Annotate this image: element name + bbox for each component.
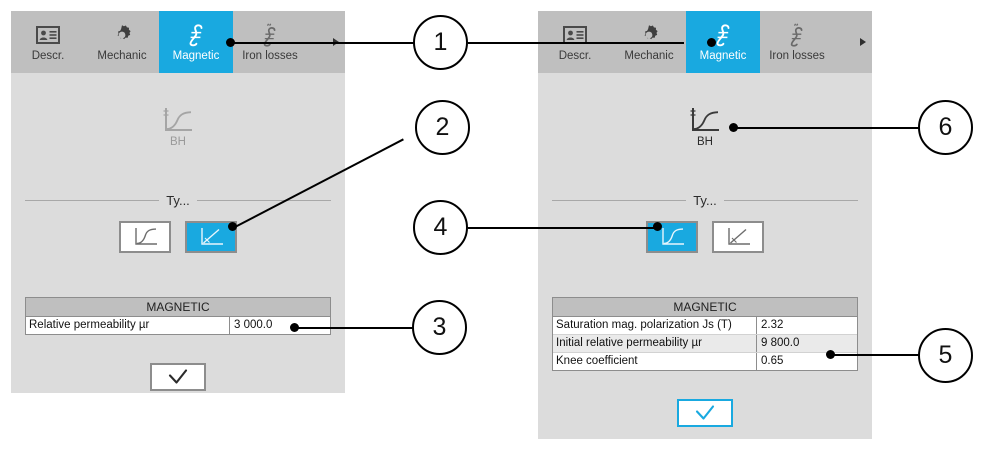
table-row[interactable]: Saturation mag. polarization Js (T) 2.32 xyxy=(553,317,857,335)
bh-label: BH xyxy=(697,136,713,148)
id-card-icon xyxy=(36,22,60,48)
separator-line-start xyxy=(25,200,160,201)
tab-iron-losses-label: Iron losses xyxy=(242,50,298,62)
tab-mechanic[interactable]: Mechanic xyxy=(612,11,686,73)
table-cell-name: Initial relative permeability µr xyxy=(556,337,702,349)
callout-dot-2 xyxy=(228,222,237,231)
table-row[interactable]: Knee coefficient 0.65 xyxy=(553,353,857,370)
curve-type-linear-button[interactable] xyxy=(185,221,237,253)
type-section-caption: Ty... xyxy=(693,193,717,208)
callout-3: 3 xyxy=(412,300,467,355)
tab-descr-label: Descr. xyxy=(558,50,592,62)
curve-type-saturation-button[interactable] xyxy=(119,221,171,253)
callout-leader-1a xyxy=(230,42,415,44)
tab-mechanic-label: Mechanic xyxy=(97,50,147,62)
table-cell-value[interactable]: 9 800.0 xyxy=(756,335,857,352)
toolbar-overflow-button[interactable] xyxy=(834,11,872,73)
tab-iron-losses[interactable]: Iron losses xyxy=(760,11,834,73)
callout-leader-6 xyxy=(734,127,919,129)
separator-line-start xyxy=(552,200,687,201)
callout-1: 1 xyxy=(413,15,468,70)
callout-number: 5 xyxy=(938,341,953,369)
type-section-caption: Ty... xyxy=(166,193,190,208)
callout-leader-3 xyxy=(295,327,413,329)
tab-descr[interactable]: Descr. xyxy=(538,11,612,73)
callout-leader-1b xyxy=(468,42,684,44)
tab-iron-losses-label: Iron losses xyxy=(769,50,825,62)
table-row[interactable]: Relative permeability µr 3 000.0 xyxy=(26,317,330,334)
callout-dot-3 xyxy=(290,323,299,332)
hysteresis-curve-icon xyxy=(185,22,207,48)
callout-number: 2 xyxy=(435,113,450,141)
callout-dot-6 xyxy=(729,123,738,132)
validate-button[interactable] xyxy=(150,363,206,391)
separator-line-end xyxy=(196,200,332,201)
type-section-separator-left: Ty... xyxy=(25,193,332,208)
check-icon xyxy=(168,369,188,384)
table-header-magnetic: MAGNETIC xyxy=(553,298,857,317)
tab-descr-label: Descr. xyxy=(31,50,65,62)
table-cell-name: Relative permeability µr xyxy=(29,319,150,331)
callout-4: 4 xyxy=(413,200,468,255)
callout-2: 2 xyxy=(415,100,470,155)
curve-type-group-left xyxy=(11,221,345,253)
gear-icon xyxy=(638,22,660,48)
magnetic-table-left: MAGNETIC Relative permeability µr 3 000.… xyxy=(25,297,331,335)
tab-magnetic-label: Magnetic xyxy=(699,50,747,62)
callout-number: 1 xyxy=(433,28,448,56)
magnetic-panel-left: Descr. Mechanic Magnetic xyxy=(11,11,345,393)
callout-number: 3 xyxy=(432,313,447,341)
bh-label: BH xyxy=(170,136,186,148)
magnetic-table-right: MAGNETIC Saturation mag. polarization Js… xyxy=(552,297,858,371)
table-cell-name: Knee coefficient xyxy=(556,355,638,367)
callout-leader-4 xyxy=(468,227,655,229)
id-card-icon xyxy=(563,22,587,48)
bh-curve-button-left[interactable]: BH xyxy=(11,105,345,148)
curve-type-group-right xyxy=(538,221,872,253)
validate-row-left xyxy=(11,363,345,391)
tab-descr[interactable]: Descr. xyxy=(11,11,85,73)
curve-type-linear-button[interactable] xyxy=(712,221,764,253)
iron-losses-icon xyxy=(786,22,808,48)
callout-dot-1r xyxy=(707,38,716,47)
tab-magnetic[interactable]: Magnetic xyxy=(686,11,760,73)
tab-iron-losses[interactable]: Iron losses xyxy=(233,11,307,73)
bh-curve-icon xyxy=(688,105,722,135)
tab-mechanic[interactable]: Mechanic xyxy=(85,11,159,73)
bh-curve-icon xyxy=(161,105,195,135)
validate-row-right xyxy=(538,399,872,427)
table-cell-name: Saturation mag. polarization Js (T) xyxy=(556,319,732,331)
type-section-separator-right: Ty... xyxy=(552,193,859,208)
tab-magnetic[interactable]: Magnetic xyxy=(159,11,233,73)
callout-number: 4 xyxy=(433,213,448,241)
callout-5: 5 xyxy=(918,328,973,383)
table-header-magnetic: MAGNETIC xyxy=(26,298,330,317)
separator-line-end xyxy=(723,200,859,201)
table-row[interactable]: Initial relative permeability µr 9 800.0 xyxy=(553,335,857,353)
tab-mechanic-label: Mechanic xyxy=(624,50,674,62)
callout-dot-5 xyxy=(826,350,835,359)
hysteresis-curve-icon xyxy=(712,22,734,48)
check-icon xyxy=(695,405,715,420)
triangle-right-icon xyxy=(860,38,866,46)
table-cell-value[interactable]: 3 000.0 xyxy=(229,317,330,334)
validate-button[interactable] xyxy=(677,399,733,427)
iron-losses-icon xyxy=(259,22,281,48)
gear-icon xyxy=(111,22,133,48)
callout-number: 6 xyxy=(938,113,953,141)
magnetic-panel-right: Descr. Mechanic Magnetic xyxy=(538,11,872,439)
tab-magnetic-label: Magnetic xyxy=(172,50,220,62)
callout-6: 6 xyxy=(918,100,973,155)
table-cell-value[interactable]: 2.32 xyxy=(756,317,857,334)
callout-leader-5 xyxy=(831,354,919,356)
bh-curve-button-right[interactable]: BH xyxy=(538,105,872,148)
callout-dot-4 xyxy=(653,222,662,231)
table-cell-value[interactable]: 0.65 xyxy=(756,353,857,370)
